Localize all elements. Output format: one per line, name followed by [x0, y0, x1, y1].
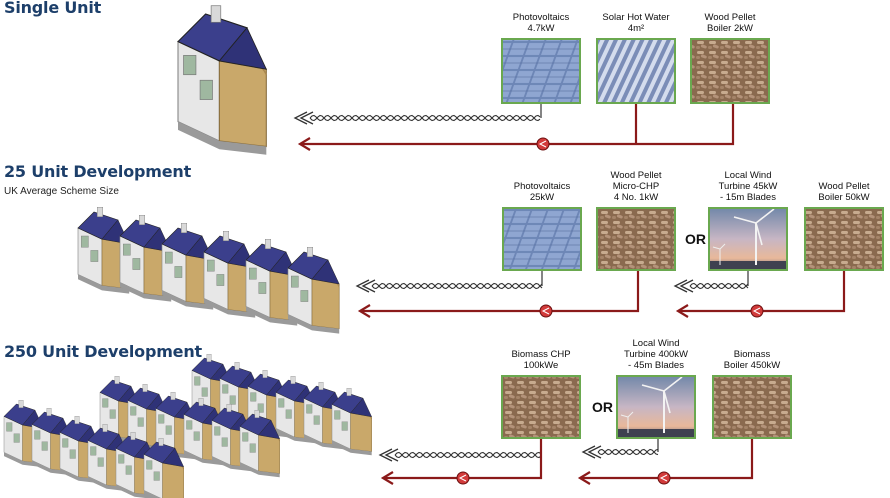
technology-label-line: 25kW	[529, 192, 555, 203]
pump-icon	[539, 304, 553, 318]
house-illustration	[239, 410, 280, 478]
heat-pipe	[577, 439, 754, 485]
solar-panel-image	[501, 38, 581, 104]
heat-pipe	[380, 439, 543, 485]
technology-label-line: Boiler 50kW	[818, 192, 870, 203]
electric-arrow	[673, 279, 694, 293]
electric-cable	[689, 282, 749, 290]
technology-label-line: Boiler 450kW	[723, 360, 781, 371]
heat-pipe	[297, 104, 735, 151]
house-illustration	[331, 388, 372, 456]
technology-label-line: Photovoltaics	[513, 181, 571, 192]
technology-label-line: Biomass CHP	[511, 349, 571, 360]
solar-panel-image	[502, 207, 582, 271]
wood-pellets-image	[501, 375, 581, 439]
house-illustration	[161, 222, 214, 310]
technology-label-line: Wood Pellet	[818, 181, 870, 192]
solar-tubes-image	[596, 38, 676, 104]
electric-cable	[597, 448, 659, 456]
electric-cable	[309, 114, 541, 122]
technology-label-line: - 45m Blades	[628, 360, 684, 371]
technology-label-line: Biomass	[733, 349, 771, 360]
technology-label-line: 4 No. 1kW	[613, 192, 659, 203]
technology-label-line: 4.7kW	[527, 23, 555, 34]
heat-pipe	[675, 271, 846, 318]
technology-label-line: Micro-CHP	[612, 181, 660, 192]
wind-turbine-image	[708, 207, 788, 271]
technology-label-line: Local Wind	[632, 338, 680, 349]
section-heading-25-unit: 25 Unit Development	[4, 162, 192, 181]
technology-label-line: Turbine 400kW	[623, 349, 689, 360]
technology-label-line: Turbine 45kW	[718, 181, 778, 192]
electric-cable	[371, 282, 543, 290]
wood-pellets-image	[690, 38, 770, 104]
house-illustration	[143, 438, 184, 498]
technology-label-line: Solar Hot Water	[602, 12, 670, 23]
technology-label-line: 100kWe	[523, 360, 559, 371]
heat-pipe	[357, 271, 640, 318]
pump-icon	[536, 137, 550, 151]
section-heading-single-unit: Single Unit	[4, 0, 102, 17]
electric-cable	[394, 451, 542, 459]
pump-icon	[657, 471, 671, 485]
wind-turbine-image	[616, 375, 696, 439]
technology-label-line: Photovoltaics	[512, 12, 570, 23]
wood-pellets-image	[804, 207, 884, 271]
or-separator: OR	[592, 399, 613, 415]
electric-arrow	[355, 279, 376, 293]
section-subtitle-25-unit: UK Average Scheme Size	[4, 186, 119, 197]
technology-label-line: - 15m Blades	[720, 192, 776, 203]
wood-pellets-image	[712, 375, 792, 439]
technology-label-line: 4m²	[627, 23, 645, 34]
electric-arrow	[293, 111, 314, 125]
technology-label-line: Wood Pellet	[610, 170, 662, 181]
house-illustration	[177, 5, 268, 155]
technology-label-line: Local Wind	[724, 170, 772, 181]
pump-icon	[750, 304, 764, 318]
pump-icon	[456, 471, 470, 485]
technology-label-line: Wood Pellet	[704, 12, 756, 23]
house-illustration	[287, 246, 340, 334]
section-heading-250-unit: 250 Unit Development	[4, 342, 202, 361]
electric-arrow	[581, 445, 602, 459]
or-separator: OR	[685, 231, 706, 247]
wood-pellets-image	[596, 207, 676, 271]
electric-arrow	[378, 448, 399, 462]
technology-label-line: Boiler 2kW	[707, 23, 753, 34]
